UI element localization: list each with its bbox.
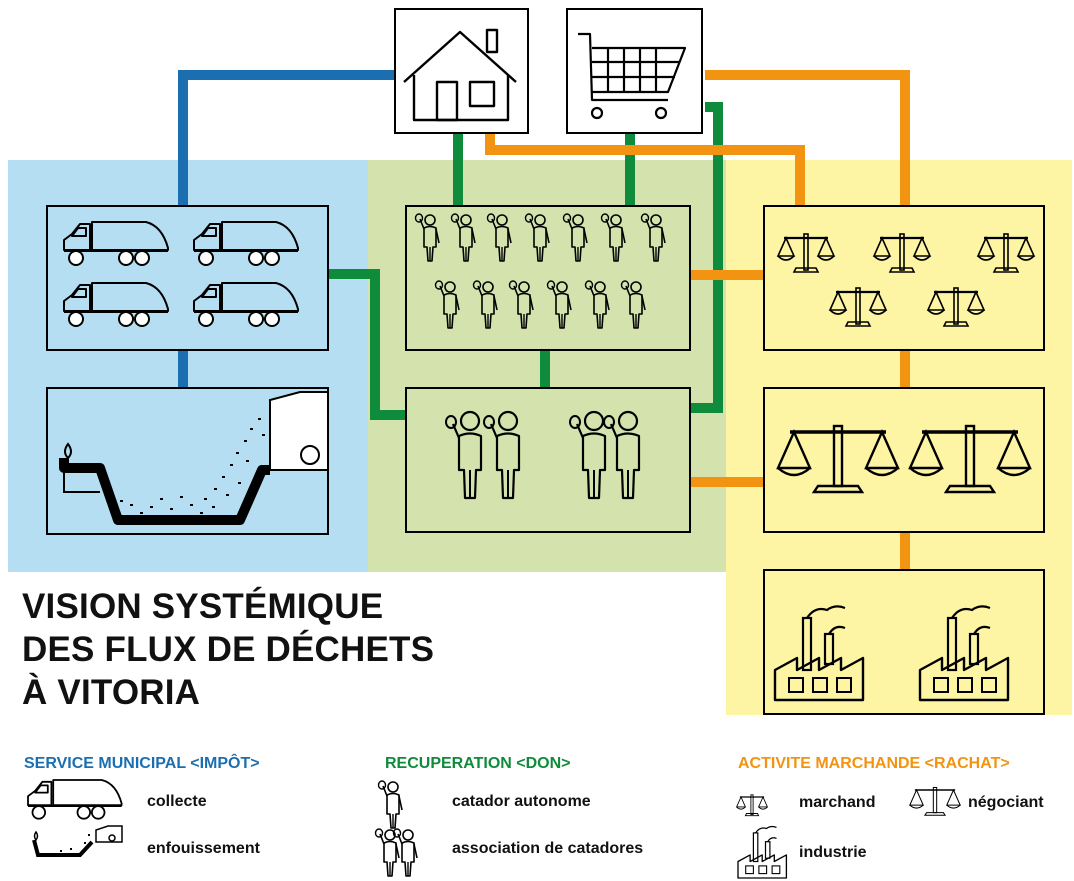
association-box — [405, 387, 691, 533]
legend-label-negociant: négociant — [968, 794, 1044, 811]
legend-landfill-icon — [32, 825, 123, 857]
negociants-box — [763, 387, 1045, 533]
legend-heading-recuperation: RECUPERATION <DON> — [385, 755, 571, 772]
legend-label-catador: catador autonome — [452, 793, 591, 810]
title-line-1: VISION SYSTÉMIQUE — [22, 587, 384, 626]
legend-label-marchand: marchand — [799, 794, 876, 811]
title-line-2: DES FLUX DE DÉCHETS — [22, 630, 435, 669]
blue-flow-lines — [178, 70, 395, 390]
legend-label-collecte: collecte — [147, 793, 207, 810]
cart-box — [566, 8, 703, 134]
legend-label-enfouissement: enfouissement — [147, 840, 260, 857]
legend-catador-icon — [377, 780, 403, 829]
landfill-icon — [59, 391, 329, 525]
trucks-box — [46, 205, 329, 351]
legend-heading-marchande: ACTIVITE MARCHANDE <RACHAT> — [738, 755, 1010, 772]
house-icon — [403, 28, 517, 122]
green-flow-lines — [328, 102, 723, 420]
shopping-cart-icon — [578, 32, 687, 120]
catadores-box — [405, 205, 691, 351]
legend-heading-service: SERVICE MUNICIPAL <IMPÔT> — [24, 755, 260, 772]
legend-label-association: association de catadores — [452, 840, 644, 857]
legend-association-icon — [374, 828, 418, 877]
marchands-box — [763, 205, 1045, 351]
legend-marchand-icon — [735, 794, 769, 817]
legend-factory-icon — [737, 825, 788, 879]
orange-flow-lines — [485, 70, 910, 572]
house-box — [394, 8, 529, 134]
title-line-3: À VITORIA — [22, 673, 201, 712]
legend-negociant-icon — [909, 786, 961, 816]
legend-truck-icon — [27, 779, 123, 820]
legend-label-industrie: industrie — [799, 844, 867, 861]
landfill-box — [46, 387, 329, 535]
industrie-box — [763, 569, 1045, 715]
diagram-title: VISION SYSTÉMIQUE DES FLUX DE DÉCHETS À … — [22, 585, 434, 714]
